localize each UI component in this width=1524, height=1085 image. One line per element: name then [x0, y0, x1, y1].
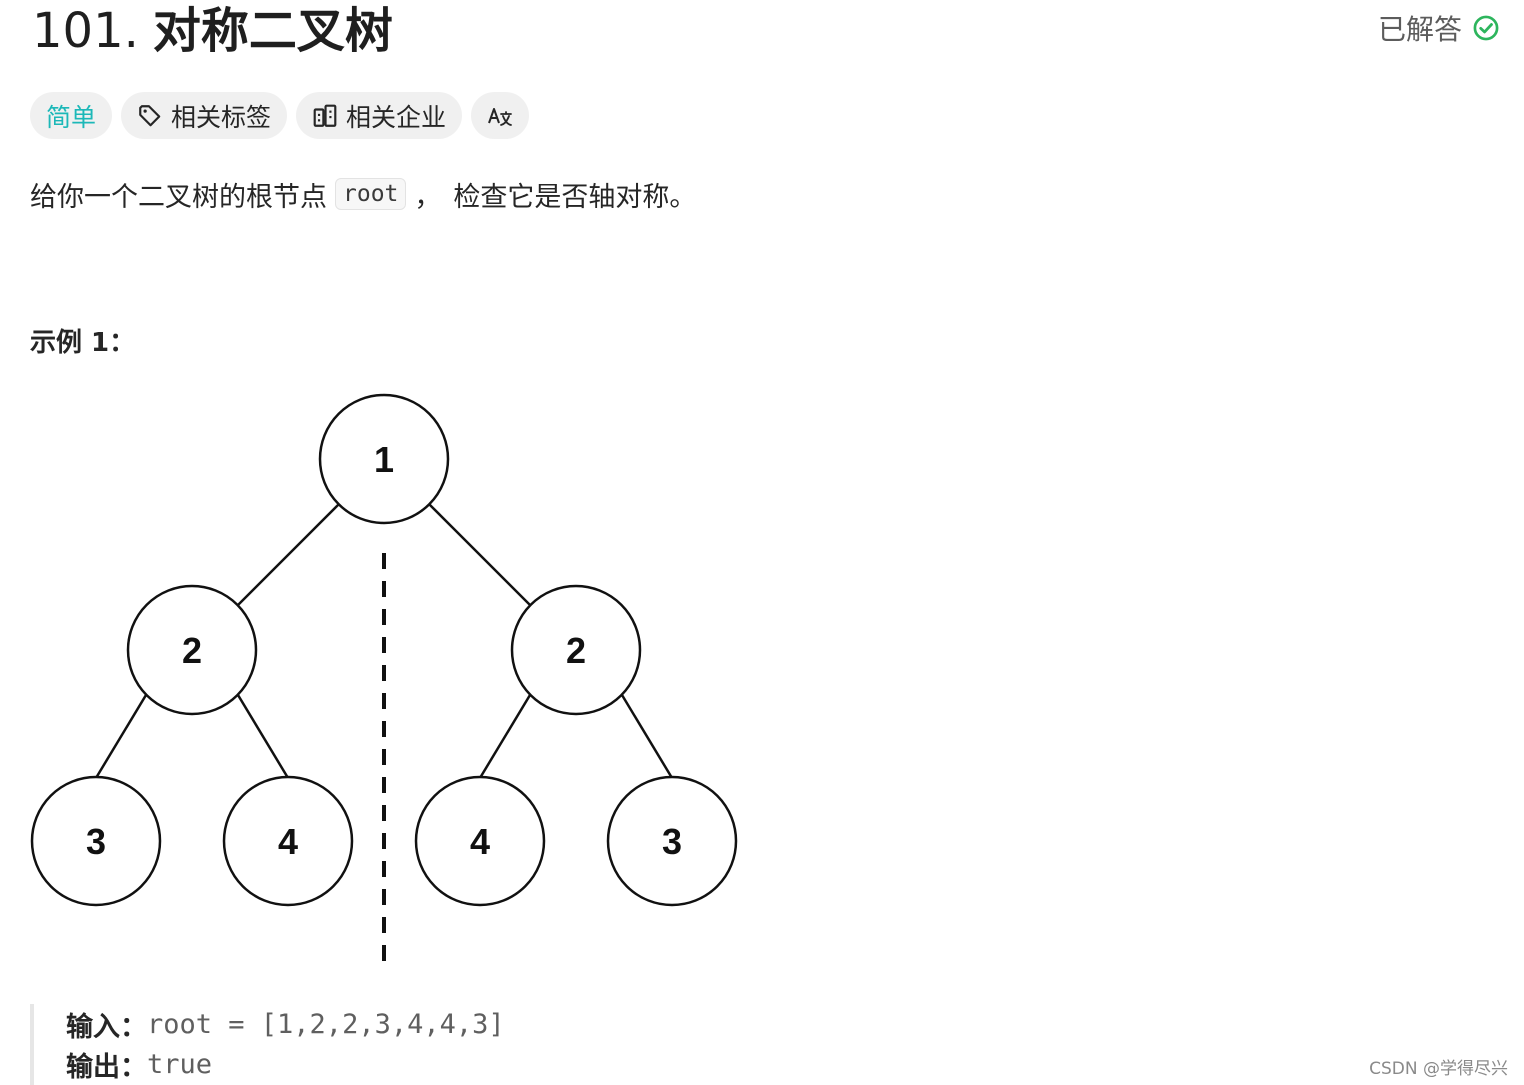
tree-node-label: 2	[566, 630, 586, 671]
tree-edge	[236, 694, 290, 779]
tree-edge	[237, 503, 340, 606]
tree-edge	[428, 503, 531, 606]
check-circle-icon	[1473, 15, 1499, 41]
tree-edge	[620, 694, 674, 779]
description-comma: ，	[414, 181, 442, 213]
tree-node-label: 4	[470, 821, 490, 862]
output-value: true	[147, 1048, 213, 1080]
tree-node-label: 4	[278, 821, 298, 862]
example-input: 输入： root = [1,2,2,3,4,4,3]	[66, 1004, 505, 1044]
tree-node-label: 3	[86, 821, 106, 862]
problem-name: 对称二叉树	[152, 3, 393, 59]
description-text-before: 给你一个二叉树的根节点	[30, 181, 327, 213]
solved-label: 已解答	[1377, 13, 1462, 46]
tag-icon	[139, 104, 161, 126]
related-companies-button[interactable]: 相关企业	[296, 92, 463, 139]
symmetric-tree-diagram: 1 2 2 3 4 4 3	[30, 393, 738, 973]
example-title: 示例 1：	[30, 328, 136, 358]
tree-edge	[94, 694, 148, 779]
difficulty-badge[interactable]: 简单	[30, 92, 113, 139]
related-companies-label: 相关企业	[346, 102, 447, 132]
output-label: 输出：	[66, 1051, 147, 1083]
solved-status: 已解答	[1378, 10, 1500, 46]
inline-code-root: root	[335, 178, 407, 210]
watermark: CSDN @学得尽兴	[1369, 1059, 1508, 1079]
tree-node-root: 1	[318, 393, 450, 525]
tree-node-right-right: 3	[606, 775, 738, 907]
related-tags-button[interactable]: 相关标签	[121, 92, 288, 139]
translate-icon	[488, 107, 512, 126]
problem-description: 给你一个二叉树的根节点 root ， 检查它是否轴对称。	[30, 170, 696, 218]
input-label: 输入：	[66, 1011, 147, 1043]
problem-title: 101. 对称二叉树	[32, 0, 393, 62]
example-output: 输出： true	[66, 1044, 505, 1084]
tree-node-left: 2	[126, 584, 258, 716]
tree-node-left-right: 4	[222, 775, 354, 907]
translate-button[interactable]	[471, 92, 530, 139]
tree-node-label: 2	[182, 630, 202, 671]
problem-number: 101.	[32, 3, 139, 59]
example-io-block: 输入： root = [1,2,2,3,4,4,3] 输出： true	[30, 1004, 505, 1085]
tree-node-right: 2	[510, 584, 642, 716]
building-icon	[313, 104, 337, 127]
related-tags-label: 相关标签	[171, 102, 272, 132]
input-value: root = [1,2,2,3,4,4,3]	[147, 1008, 505, 1040]
tree-node-label: 3	[662, 821, 682, 862]
description-text-after: 检查它是否轴对称。	[453, 181, 697, 213]
tree-node-label: 1	[374, 439, 394, 480]
difficulty-label: 简单	[46, 102, 97, 132]
tree-node-right-left: 4	[414, 775, 546, 907]
tree-edge	[478, 694, 532, 779]
tree-node-left-left: 3	[30, 775, 162, 907]
tag-bar: 简单 相关标签 相关企业	[30, 92, 530, 139]
